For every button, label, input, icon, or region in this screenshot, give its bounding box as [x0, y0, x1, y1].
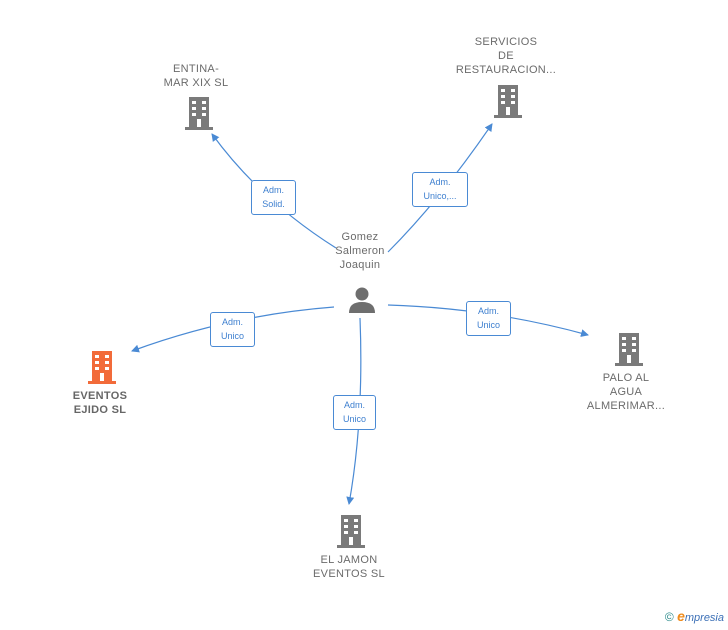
role-badge-entina[interactable]: Adm. Solid.: [251, 180, 296, 215]
company-label-line: ENTINA-: [172, 63, 220, 75]
role-badge-el-jamon[interactable]: Adm. Unico: [333, 395, 376, 430]
role-text: Adm.: [343, 400, 365, 410]
company-label-line: EVENTOS: [72, 390, 128, 402]
person-label-line: Joaquin: [339, 259, 381, 271]
role-badge-servicios[interactable]: Adm. Unico,...: [412, 172, 468, 207]
building-icon[interactable]: [183, 96, 215, 130]
brand-footer[interactable]: © empresia: [665, 608, 724, 624]
role-text: Unico,...: [423, 191, 457, 201]
company-label-line: SERVICIOS: [474, 36, 538, 48]
building-icon[interactable]: [335, 514, 367, 548]
building-icon[interactable]: [492, 84, 524, 118]
company-label-line: MAR XIX SL: [163, 77, 229, 89]
role-text: Unico: [342, 414, 366, 424]
brand-name: mpresia: [684, 612, 724, 624]
company-label-line: AGUA: [609, 386, 643, 398]
copyright-icon: ©: [664, 610, 674, 624]
company-label-line: RESTAURACION...: [455, 64, 557, 76]
company-label-eventos-ejido[interactable]: EVENTOS EJIDO SL: [50, 389, 150, 417]
company-label-line: EL JAMON: [320, 554, 378, 566]
role-text: Adm.: [221, 317, 243, 327]
company-label-line: EJIDO SL: [73, 404, 127, 416]
company-label-entina[interactable]: ENTINA- MAR XIX SL: [146, 62, 246, 90]
company-label-line: PALO AL: [602, 372, 650, 384]
building-icon-highlighted[interactable]: [86, 350, 118, 384]
company-label-servicios[interactable]: SERVICIOS DE RESTAURACION...: [446, 35, 566, 77]
person-label-line: Gomez: [341, 231, 379, 243]
person-label: Gomez Salmeron Joaquin: [320, 230, 400, 272]
role-badge-palo-al-agua[interactable]: Adm. Unico: [466, 301, 511, 336]
role-badge-eventos-ejido[interactable]: Adm. Unico: [210, 312, 255, 347]
role-text: Adm.: [262, 185, 284, 195]
company-label-el-jamon[interactable]: EL JAMON EVENTOS SL: [299, 553, 399, 581]
company-label-line: ALMERIMAR...: [586, 400, 666, 412]
company-label-line: DE: [498, 50, 514, 62]
brand-logo-e: e: [677, 608, 685, 624]
company-label-line: EVENTOS SL: [313, 568, 385, 580]
role-text: Adm.: [477, 306, 499, 316]
role-text: Solid.: [262, 199, 285, 209]
role-text: Unico: [220, 331, 244, 341]
person-icon[interactable]: [347, 285, 377, 315]
role-text: Adm.: [429, 177, 451, 187]
building-icon[interactable]: [613, 332, 645, 366]
company-label-palo-al-agua[interactable]: PALO AL AGUA ALMERIMAR...: [576, 371, 676, 413]
role-text: Unico: [476, 320, 500, 330]
person-label-line: Salmeron: [335, 245, 385, 257]
